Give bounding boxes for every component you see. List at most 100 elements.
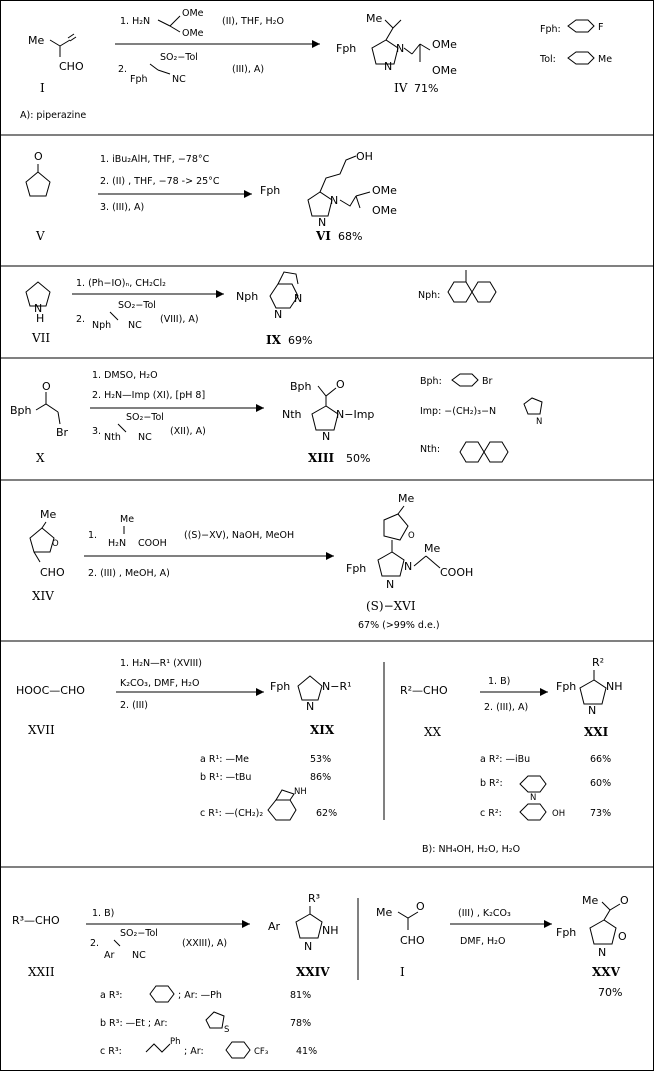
def-tol-me: Me <box>598 54 612 65</box>
compound-label-XXI: XXI <box>584 725 609 739</box>
row-a-XIX: a R¹: —Me <box>200 754 249 765</box>
note-A-piperazine: A): piperazine <box>20 110 86 121</box>
product-XXI: R² Fph NH N XXI <box>556 656 623 739</box>
imidazole-n1-XVI: N <box>404 560 412 573</box>
alanine-cooh: COOH <box>138 538 167 549</box>
def-bph-br: Br <box>482 376 493 387</box>
cyclohexyl-ring <box>149 985 175 1003</box>
def-tol-ring <box>567 51 595 65</box>
reagent-ome-1: OMe <box>182 8 204 19</box>
condition-2-step-2: 2. (II) , THF, −78 -> 25°C <box>100 176 220 187</box>
def-fph-ring <box>567 19 595 33</box>
compound-label-XXII: XXII <box>28 965 55 979</box>
compound-label-XXV: XXV <box>592 965 621 979</box>
oxazole-o: O <box>618 930 627 943</box>
fph-substituent-VI: Fph <box>260 184 280 197</box>
imidazole-n3-XIX: N <box>306 700 314 713</box>
def-nth: Nth: <box>420 444 440 455</box>
yield-b-XIX: 86% <box>310 772 331 783</box>
reagent-nc-4: NC <box>138 432 152 443</box>
row-c-XIX: c R¹: —(CH₂)₂ <box>200 808 263 819</box>
acetyl-o-r9: O <box>620 894 629 907</box>
cho-r9: CHO <box>400 934 425 947</box>
bph-substituent: Bph <box>10 404 32 417</box>
condition-5-step-2: 2. (III) , MeOH, A) <box>88 568 170 579</box>
acetyl-me: Me <box>366 12 382 25</box>
indole-pyrrole-ring <box>275 789 295 801</box>
methyl-label: Me <box>28 34 44 47</box>
bromoketone-X: Bph O Br X <box>10 380 69 465</box>
reagent-nc-8: NC <box>132 950 146 961</box>
row-b-XXIV: b R³: —Et ; Ar: <box>100 1018 168 1029</box>
reagent-so2tol-4: SO₂−Tol <box>126 412 164 423</box>
yield-XXV: 70% <box>598 986 622 999</box>
furan-o: O <box>52 539 59 549</box>
reaction-8: R³—CHO XXII 1. B) 2. SO₂−Tol Ar NC (XXII… <box>12 892 339 1059</box>
compound-label-V: V <box>35 229 45 243</box>
compound-label-I-r9: I <box>400 965 405 979</box>
aldehyde-XX: R²—CHO <box>400 684 448 697</box>
def-nph-ring-2 <box>471 281 497 303</box>
compound-label-XIII: XIII <box>308 451 335 465</box>
reagent-XV-conditions: ((S)−XV), NaOH, MeOH <box>184 530 294 541</box>
imidazole-n1: N <box>396 42 404 55</box>
imidazole-n3-XXIV: N <box>304 940 312 953</box>
table-XXI: a R²: —iBu 66% b R²: N 60% c R²: OH 73% … <box>422 754 611 855</box>
alanine-me: Me <box>120 514 134 525</box>
product-VI: OH Fph N N OMe OMe VI 68% <box>260 150 397 243</box>
reaction-5: Me O CHO XIV 1. Me H₂N COOH ((S)−XV), Na… <box>29 492 473 631</box>
methylglyoxal-I: Me CHO I <box>28 33 84 95</box>
condition-8-step-2: 2. <box>90 938 99 949</box>
fph-substituent-XXI: Fph <box>556 680 576 693</box>
condition-2-step-3: 3. (III), A) <box>100 202 144 213</box>
fph-substituent: Fph <box>336 42 356 55</box>
acetal-ome-2: OMe <box>432 64 457 77</box>
condition-6-step-2: K₂CO₃, DMF, H₂O <box>120 678 199 689</box>
product-IX: Nph N N IX 69% <box>236 271 312 347</box>
pyrrolidine-VII: N H VII <box>25 281 51 345</box>
thiophene-ring <box>205 1011 225 1029</box>
r2-substituent-XXI: R² <box>592 656 604 669</box>
styryl-chain <box>145 1043 171 1053</box>
methyl-label-r9: Me <box>376 906 392 919</box>
acyl-o: O <box>336 378 345 391</box>
oxazole-n: N <box>598 946 606 959</box>
acetal-ome-2-VI: OMe <box>372 204 397 217</box>
alpha-me: Me <box>424 542 440 555</box>
nth-substituent: Nth <box>282 408 302 421</box>
condition-7-step-1: 1. B) <box>488 676 510 687</box>
imidazole-n3: N <box>384 60 392 73</box>
condition-3-step-1: 1. (Ph−IO)ₙ, CH₂Cl₂ <box>76 278 166 289</box>
ketone-o-r9: O <box>416 900 425 913</box>
acetal-ome-1: OMe <box>432 38 457 51</box>
reagent-ar: Ar <box>104 950 114 961</box>
condition-9-step-2: DMF, H₂O <box>460 936 505 947</box>
carbonyl-o: O <box>34 150 43 163</box>
cooh-XVI: COOH <box>440 566 473 579</box>
imidazole-n1-VI: N <box>330 194 338 207</box>
row-a-XXI: a R²: —iBu <box>480 754 530 765</box>
reagent-XXIII-conditions: (XXIII), A) <box>182 938 227 949</box>
compound-label-IV: IV <box>394 81 408 95</box>
reagent-so2tol-8: SO₂−Tol <box>120 928 158 939</box>
row-c-XXI: c R²: <box>480 808 502 819</box>
product-XIII: Bph O Nth N−Imp N XIII 50% <box>282 378 374 465</box>
compound-label-XIV: XIV <box>32 589 54 603</box>
condition-4-step-1: 1. DMSO, H₂O <box>92 370 158 381</box>
condition-6-step-1: 1. H₂N—R¹ (XVIII) <box>120 658 202 669</box>
reagent-nph: Nph <box>92 320 111 331</box>
bromine: Br <box>56 426 69 439</box>
imidazole-nh-XXI: NH <box>606 680 623 693</box>
compound-label-X: X <box>36 451 45 465</box>
pyridine-n: N <box>530 793 536 803</box>
furan-o-XVI: O <box>408 531 415 541</box>
r3-substituent-XXIV: R³ <box>308 892 320 905</box>
imp-n1: N−Imp <box>336 408 374 421</box>
product-XIX: Fph N−R¹ N XIX <box>270 675 352 737</box>
compound-label-XXIV: XXIV <box>296 965 330 979</box>
row-b-XIX: b R¹: —tBu <box>200 772 251 783</box>
lactone-V: O V <box>25 150 51 243</box>
pyridine-ring <box>519 775 547 793</box>
abbreviation-definitions-4: Bph: Br Imp: −(CH₂)₃−N N Nth: <box>420 373 543 463</box>
def-nph: Nph: <box>418 290 440 301</box>
